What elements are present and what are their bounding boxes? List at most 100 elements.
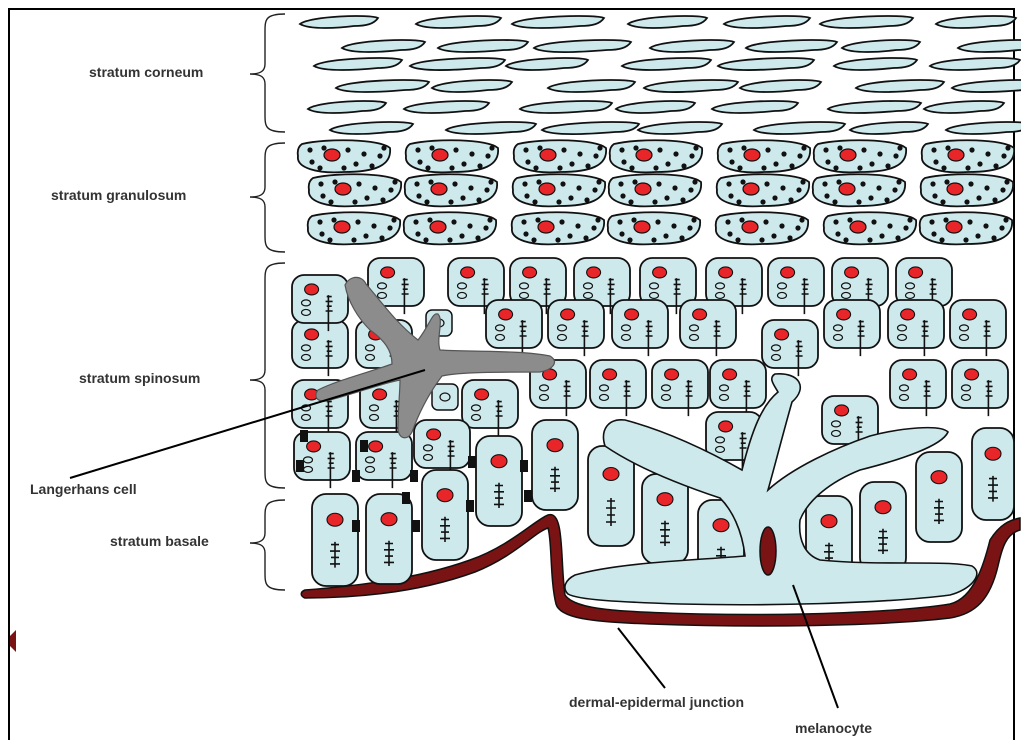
corneum-cell	[834, 58, 917, 70]
nucleus	[305, 329, 319, 340]
spinous-cell	[548, 300, 604, 356]
melanocyte-nucleus	[760, 527, 776, 575]
nucleus	[523, 267, 537, 278]
nucleus	[723, 369, 737, 380]
nucleus	[538, 221, 554, 233]
nucleus	[965, 369, 979, 380]
corneum-cell	[628, 16, 707, 28]
spinous-cell	[710, 360, 766, 416]
corneum-cell	[712, 101, 798, 113]
desmosome	[300, 430, 308, 442]
spinous-cell	[824, 300, 880, 356]
corneum-cell	[724, 16, 810, 28]
corneum-cell	[342, 40, 425, 52]
corneum-cell	[506, 58, 588, 70]
granular-cell	[922, 140, 1014, 172]
granular-cell	[608, 212, 700, 244]
corneum-cell	[930, 58, 1020, 70]
label-stratum-granulosum: stratum granulosum	[51, 187, 186, 203]
corneum-cell	[622, 58, 711, 70]
corneum-cell	[438, 40, 528, 52]
corneum-cell	[936, 16, 1016, 28]
label-stratum-corneum: stratum corneum	[89, 64, 203, 80]
corneum-cell	[856, 80, 944, 92]
nucleus	[781, 267, 795, 278]
spinous-cell	[292, 275, 348, 331]
desmosome	[466, 500, 474, 512]
desmosome	[468, 456, 476, 468]
nucleus	[369, 441, 383, 452]
layer-brackets	[250, 14, 285, 590]
granular-cell	[512, 212, 604, 244]
nucleus	[839, 183, 855, 195]
granular-cell	[824, 212, 916, 244]
corneum-cell	[850, 122, 928, 134]
label-stratum-spinosum: stratum spinosum	[79, 370, 200, 386]
bracket	[250, 14, 285, 132]
nucleus	[850, 221, 866, 233]
nucleus	[307, 441, 321, 452]
nucleus	[835, 405, 849, 416]
nucleus	[719, 267, 733, 278]
corneum-cell	[638, 122, 722, 134]
corneum-cell	[446, 122, 536, 134]
desmosome	[360, 440, 368, 452]
nucleus	[305, 284, 319, 295]
nucleus	[499, 309, 513, 320]
nucleus	[603, 369, 617, 380]
corneum-cell	[416, 16, 501, 28]
bracket	[250, 263, 285, 488]
corneum-cell	[740, 80, 821, 92]
spinous-cell	[768, 258, 824, 314]
nucleus	[985, 447, 1001, 460]
nucleus	[909, 267, 923, 278]
nucleus	[539, 183, 555, 195]
granular-cell	[514, 140, 606, 172]
nucleus	[946, 221, 962, 233]
nucleus	[713, 519, 729, 532]
stratum-granulosum-cells	[298, 140, 1014, 244]
nucleus	[432, 149, 448, 161]
nucleus	[743, 183, 759, 195]
granular-cell	[813, 174, 905, 206]
nucleus	[845, 267, 859, 278]
nucleus	[603, 468, 619, 481]
granular-cell	[718, 140, 810, 172]
granular-cell	[298, 140, 390, 172]
corneum-cell	[548, 80, 635, 92]
corneum-cell	[958, 40, 1021, 52]
basal-cell	[312, 494, 358, 586]
nucleus	[931, 471, 947, 484]
basal-cell	[916, 452, 962, 542]
corneum-cell	[746, 40, 837, 52]
corneum-cell	[336, 80, 429, 92]
nucleus	[693, 309, 707, 320]
basal-cell	[532, 420, 578, 510]
granular-cell	[610, 140, 702, 172]
label-stratum-basale: stratum basale	[110, 533, 209, 549]
nucleus	[963, 309, 977, 320]
nucleus	[947, 183, 963, 195]
corneum-cell	[754, 122, 845, 134]
granular-cell	[405, 174, 497, 206]
nucleus	[431, 183, 447, 195]
desmosome	[524, 490, 532, 502]
stratum-corneum-cells	[300, 16, 1021, 134]
small-spinous-cell	[432, 384, 458, 410]
nucleus	[324, 149, 340, 161]
desmosome	[352, 520, 360, 532]
nucleus	[903, 369, 917, 380]
nucleus	[719, 421, 733, 432]
nucleus	[875, 501, 891, 514]
desmosome	[410, 470, 418, 482]
corneum-cell	[650, 40, 734, 52]
nucleus	[840, 149, 856, 161]
spinous-cell	[590, 360, 646, 416]
junction-pointer-line	[618, 628, 665, 688]
corneum-cell	[952, 80, 1021, 92]
basal-cell	[588, 446, 634, 546]
nucleus	[381, 267, 395, 278]
nucleus	[540, 149, 556, 161]
